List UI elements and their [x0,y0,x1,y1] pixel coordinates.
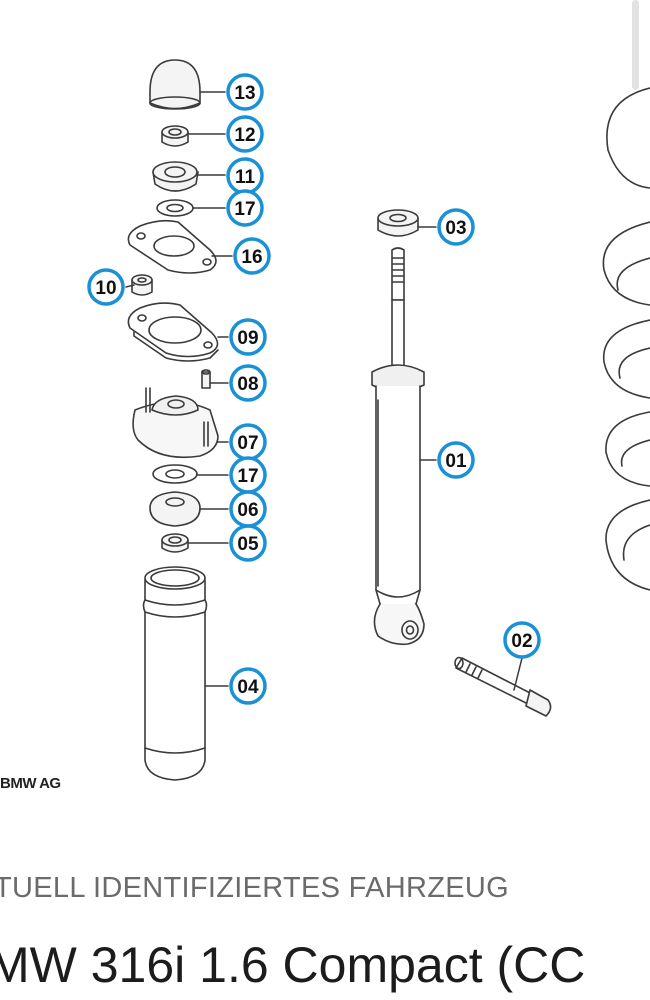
part-01-shock-absorber [371,247,425,646]
callout-12: 12 [226,115,264,153]
callout-circle [226,115,264,153]
callout-circle [229,364,267,402]
callout-number: 02 [511,631,532,652]
callout-01: 01 [437,441,475,479]
callout-circle [226,189,264,227]
leader-lines [125,91,523,691]
callout-06: 06 [229,490,267,528]
callout-09: 09 [229,318,267,356]
callout-circle [229,318,267,356]
part-06-rubber-support [149,491,201,527]
callout-11: 11 [226,157,264,195]
callout-circle [87,268,125,306]
callout-05: 05 [229,524,267,562]
callout-07: 07 [229,423,267,461]
callout-number: 06 [237,500,258,521]
part-07-strut-mount [132,387,219,459]
copyright-text: BMW AG [0,775,61,792]
part-17-washer-lower [152,464,198,484]
coil-spring [602,87,650,591]
callout-circle [503,621,541,659]
callout-02: 02 [503,621,541,659]
callout-circle [229,667,267,705]
vehicle-title[interactable]: MW 316i 1.6 Compact (CC [0,937,586,993]
part-11-bump-stop-cup [152,161,199,192]
part-16-gasket-plate [127,219,217,274]
scrollbar-thumb[interactable] [632,0,639,90]
callout-number: 03 [445,218,466,239]
callout-17: 17 [229,456,267,494]
callout-circle [233,237,271,275]
callout-number: 05 [237,534,259,555]
callout-circle [229,524,267,562]
part-09-spacer-plate [127,302,219,362]
section-label: TUELL IDENTIFIZIERTES FAHRZEUG [0,872,509,904]
callout-number: 17 [237,466,258,487]
callout-number: 01 [445,451,467,472]
part-05-stop-ring [161,533,189,553]
callout-number: 11 [235,167,256,188]
callout-circle [437,208,475,246]
part-08-bolt [201,369,211,389]
callout-04: 04 [229,667,267,705]
callout-number: 17 [234,199,255,220]
parts-diagram: 13 12 11 17 16 10 09 08 07 17 06 05 04 03 01 02 [87,59,650,781]
part-17-washer-upper [156,199,194,217]
callout-13: 13 [226,73,264,111]
callout-16: 16 [233,237,271,275]
part-04-protective-boot [142,566,208,781]
part-02-mounting-bolt [454,656,552,717]
part-10-nut [131,274,153,296]
callout-number: 13 [234,83,255,104]
callout-number: 12 [234,125,255,146]
callout-17: 17 [226,189,264,227]
callout-number: 09 [237,328,258,349]
callout-number: 08 [237,374,258,395]
callout-03: 03 [437,208,475,246]
callout-number: 16 [241,247,262,268]
callout-number: 07 [237,433,258,454]
callout-number: 04 [237,677,259,698]
part-13-dust-cap [149,59,201,110]
callout-08: 08 [229,364,267,402]
part-12-nut [161,125,189,147]
callout-10: 10 [87,268,125,306]
callout-number: 10 [95,278,116,299]
callout-circle [437,441,475,479]
callout-circle [226,73,264,111]
part-03-upper-bushing [377,209,419,237]
callout-labels: 13 12 11 17 16 10 09 08 07 17 06 05 04 03 01 02 [87,73,541,705]
